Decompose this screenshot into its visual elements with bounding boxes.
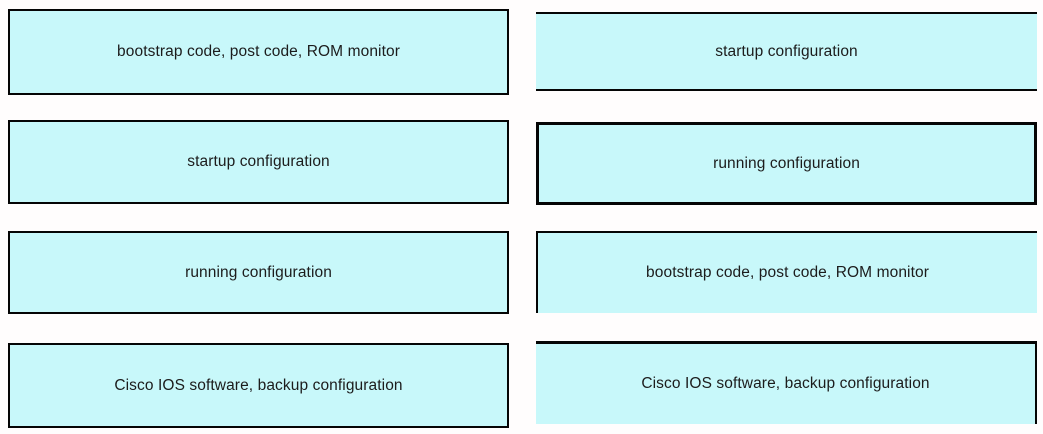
drag-item-running-configuration[interactable]: running configuration: [8, 231, 509, 314]
drag-item-bootstrap-code[interactable]: bootstrap code, post code, ROM monitor: [8, 9, 509, 95]
drop-target-cisco-ios-software[interactable]: Cisco IOS software, backup configuration: [536, 341, 1037, 424]
box-label: bootstrap code, post code, ROM monitor: [117, 43, 400, 60]
box-label: running configuration: [185, 263, 332, 281]
box-label: Cisco IOS software, backup configuration: [641, 375, 930, 392]
drag-item-startup-configuration[interactable]: startup configuration: [8, 120, 509, 204]
box-label: startup configuration: [715, 42, 858, 60]
drop-target-startup-configuration[interactable]: startup configuration: [536, 12, 1037, 91]
box-label: running configuration: [713, 154, 860, 172]
box-label: startup configuration: [187, 153, 330, 170]
drop-target-running-configuration[interactable]: running configuration: [536, 122, 1037, 205]
drop-target-bootstrap-code[interactable]: bootstrap code, post code, ROM monitor: [536, 231, 1037, 313]
drag-item-cisco-ios-software[interactable]: Cisco IOS software, backup configuration: [8, 343, 509, 428]
box-label: bootstrap code, post code, ROM monitor: [646, 264, 929, 281]
box-label: Cisco IOS software, backup configuration: [114, 376, 403, 394]
